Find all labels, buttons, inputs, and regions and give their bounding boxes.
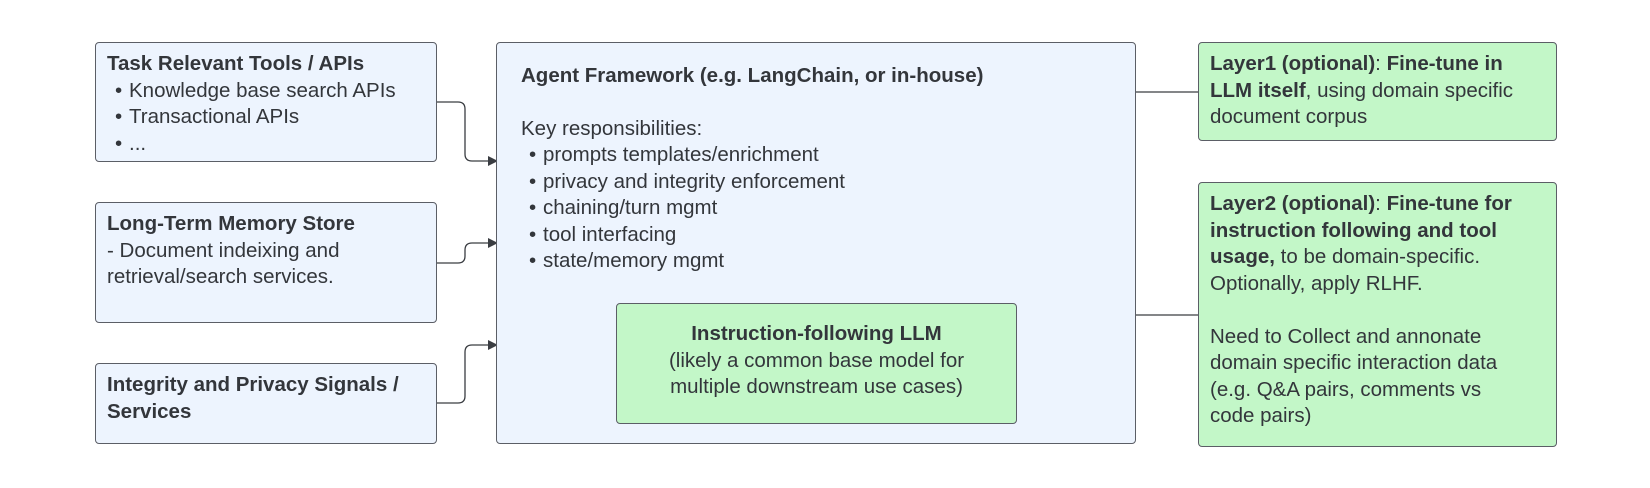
memory-to-framework-connector xyxy=(436,238,498,264)
layer1-line3: document corpus xyxy=(1210,105,1368,128)
list-item: prompts templates/enrichment xyxy=(521,142,1111,169)
layer1-colon: : xyxy=(1375,52,1387,75)
list-item: Knowledge base search APIs xyxy=(107,78,425,105)
llm-description-line2: multiple downstream use cases) xyxy=(670,375,963,398)
agent-framework-box: Agent Framework (e.g. LangChain, or in-h… xyxy=(496,42,1136,444)
layer2-line6: domain specific interaction data xyxy=(1210,351,1498,374)
tools-list: Knowledge base search APIs Transactional… xyxy=(107,78,425,158)
layer2-bold-line3: usage, xyxy=(1210,245,1275,268)
tools-box: Task Relevant Tools / APIs Knowledge bas… xyxy=(95,42,437,162)
layer2-line1: Layer2 (optional): Fine-tune for xyxy=(1210,191,1545,218)
list-item: Transactional APIs xyxy=(107,104,425,131)
memory-title: Long-Term Memory Store xyxy=(107,212,355,235)
layer1-bold-line1: Fine-tune in xyxy=(1386,52,1503,75)
framework-title: Agent Framework (e.g. LangChain, or in-h… xyxy=(521,64,984,87)
framework-subtitle: Key responsibilities: xyxy=(521,116,703,140)
layer2-spacer xyxy=(1210,297,1545,324)
layer1-label: Layer1 (optional) xyxy=(1210,52,1376,75)
layer2-line3: usage, to be domain-specific. xyxy=(1210,244,1545,271)
llm-description-line1: (likely a common base model for xyxy=(668,348,965,372)
list-item: tool interfacing xyxy=(521,222,1111,249)
tools-to-framework-connector xyxy=(436,101,498,166)
layer2-rest-line3: to be domain-specific. xyxy=(1274,245,1481,268)
layer2-bold-line2: instruction following and tool xyxy=(1210,218,1497,242)
tools-title: Task Relevant Tools / APIs xyxy=(107,52,365,75)
list-item: state/memory mgmt xyxy=(521,248,1111,275)
layer1-box: Layer1 (optional): Fine-tune in LLM itse… xyxy=(1198,42,1557,141)
layer1-rest-line2: , using domain specific xyxy=(1305,78,1514,102)
integrity-title-line2: Services xyxy=(107,399,192,423)
list-item: ... xyxy=(107,131,425,158)
layer1-line1: Layer1 (optional): Fine-tune in xyxy=(1210,51,1545,78)
list-item: privacy and integrity enforcement xyxy=(521,169,1111,196)
layer1-line2: LLM itself, using domain specific xyxy=(1210,78,1545,105)
layer2-line5: Need to Collect and annonate xyxy=(1210,324,1482,348)
memory-description-line2: retrieval/search services. xyxy=(107,265,334,288)
integrity-box: Integrity and Privacy Signals / Services xyxy=(95,363,437,444)
layer2-line4: Optionally, apply RLHF. xyxy=(1210,271,1423,295)
layer2-colon: : xyxy=(1375,192,1387,215)
layer2-box: Layer2 (optional): Fine-tune for instruc… xyxy=(1198,182,1557,447)
memory-description-line1: - Document indeixing and xyxy=(107,238,340,262)
layer2-bold-line1: Fine-tune for xyxy=(1386,192,1512,215)
memory-box: Long-Term Memory Store - Document indeix… xyxy=(95,202,437,323)
layer2-label: Layer2 (optional) xyxy=(1210,192,1376,215)
layer2-line8: code pairs) xyxy=(1210,404,1312,427)
llm-title: Instruction-following LLM xyxy=(691,322,942,345)
integrity-to-framework-connector xyxy=(436,340,498,404)
framework-responsibilities-list: prompts templates/enrichment privacy and… xyxy=(521,142,1111,275)
layer2-line7: (e.g. Q&A pairs, comments vs xyxy=(1210,377,1482,401)
layer1-bold-line2: LLM itself xyxy=(1210,78,1306,102)
llm-box: Instruction-following LLM (likely a comm… xyxy=(616,303,1017,424)
integrity-title-line1: Integrity and Privacy Signals / xyxy=(107,373,399,396)
list-item: chaining/turn mgmt xyxy=(521,195,1111,222)
